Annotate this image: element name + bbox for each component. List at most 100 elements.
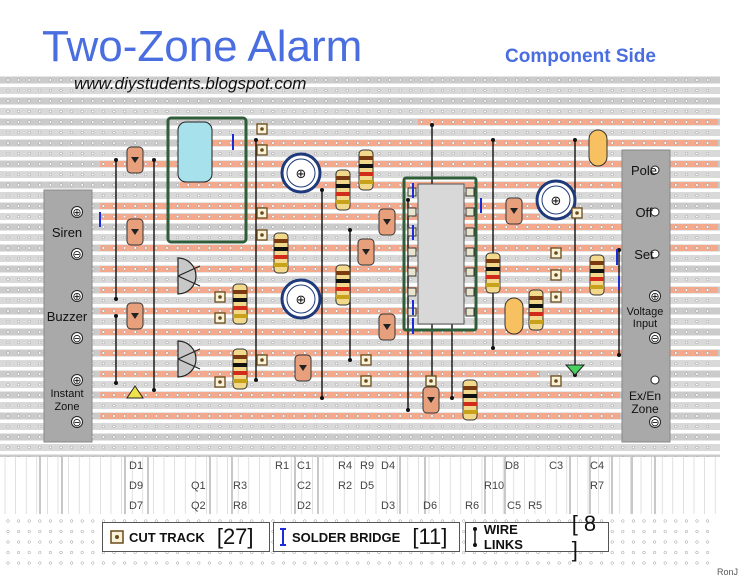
strip-hole	[250, 256, 254, 261]
strip-hole	[536, 372, 540, 376]
strip-hole	[388, 162, 392, 166]
strip-hole	[684, 540, 688, 544]
strip-hole	[250, 193, 254, 198]
strip-hole	[260, 277, 264, 282]
strip-hole	[38, 183, 42, 187]
resistor-band	[233, 363, 247, 367]
strip-hole	[600, 361, 604, 366]
strip-hole	[144, 256, 148, 261]
strip-hole	[176, 298, 180, 303]
strip-hole	[112, 183, 116, 187]
strip-hole	[229, 130, 233, 135]
strip-hole	[260, 319, 264, 324]
strip-hole	[610, 204, 614, 208]
strip-hole	[642, 550, 646, 555]
strip-hole	[207, 298, 211, 303]
strip-hole	[335, 372, 339, 376]
strip-hole	[91, 183, 95, 187]
strip-hole	[621, 550, 625, 555]
strip-hole	[303, 424, 307, 429]
strip-hole	[568, 109, 572, 114]
strip-hole	[218, 162, 222, 166]
strip-hole	[451, 162, 455, 166]
strip-hole	[313, 361, 317, 366]
strip-hole	[684, 351, 688, 355]
strip-hole	[144, 309, 148, 313]
strip-hole	[409, 382, 413, 387]
component-label: C3	[549, 460, 564, 472]
strip-hole	[154, 435, 158, 439]
strip-hole	[207, 351, 211, 355]
strip-hole	[706, 204, 710, 208]
ic-pin	[465, 287, 475, 297]
strip-hole	[101, 151, 105, 156]
strip-hole	[494, 372, 498, 376]
strip-hole	[642, 540, 646, 544]
strip-hole	[282, 435, 286, 439]
strip-hole	[684, 235, 688, 240]
strip-hole	[27, 88, 31, 93]
strip-hole	[483, 393, 487, 397]
strip-hole	[663, 99, 667, 103]
strip-hole	[324, 204, 328, 208]
strip-hole	[345, 141, 349, 145]
wire-end	[450, 396, 454, 400]
strip-hole	[260, 120, 264, 124]
strip-hole	[260, 288, 264, 292]
strip-hole	[610, 340, 614, 345]
strip-hole	[674, 309, 678, 313]
strip-hole	[144, 246, 148, 250]
strip-hole	[695, 141, 699, 145]
strip-hole	[335, 109, 339, 114]
strip-hole	[568, 393, 572, 397]
strip-hole	[80, 445, 84, 450]
strip-hole	[621, 445, 625, 450]
strip-hole	[207, 288, 211, 292]
strip-hole	[186, 183, 190, 187]
strip-hole	[176, 309, 180, 313]
strip-hole	[600, 372, 604, 376]
strip-hole	[536, 109, 540, 114]
strip-hole	[568, 340, 572, 345]
strip-hole	[292, 99, 296, 103]
strip-hole	[313, 204, 317, 208]
strip-hole	[483, 99, 487, 103]
strip-hole	[38, 288, 42, 292]
strip-hole	[430, 435, 434, 439]
strip-hole	[536, 151, 540, 156]
strip-hole	[6, 99, 10, 103]
strip-hole	[250, 435, 254, 439]
strip-hole	[568, 130, 572, 135]
strip-hole	[504, 172, 508, 177]
strip-hole	[366, 340, 370, 345]
strip-hole	[483, 193, 487, 198]
wire-links-count: [ 8 ]	[571, 511, 597, 562]
strip-hole	[684, 256, 688, 261]
strip-hole	[6, 319, 10, 324]
strip-hole	[547, 256, 551, 261]
strip-hole	[324, 162, 328, 166]
strip-hole	[303, 141, 307, 145]
strip-hole	[144, 162, 148, 166]
strip-hole	[250, 88, 254, 93]
rail-label-buzzer: Buzzer	[46, 309, 88, 324]
strip-hole	[377, 130, 381, 135]
strip-hole	[48, 151, 52, 156]
strip-hole	[80, 99, 84, 103]
cut-track-dot	[575, 211, 579, 215]
strip-hole	[388, 88, 392, 93]
strip-hole	[653, 519, 657, 523]
strip-hole	[398, 130, 402, 135]
strip-hole	[568, 267, 572, 271]
strip-hole	[610, 99, 614, 103]
strip-hole	[27, 130, 31, 135]
strip-hole	[695, 393, 699, 397]
strip-hole	[80, 162, 84, 166]
strip-hole	[345, 151, 349, 156]
rail-label-siren: Siren	[51, 225, 83, 240]
strip-hole	[366, 99, 370, 103]
strip-hole	[133, 288, 137, 292]
strip-hole	[6, 424, 10, 429]
strip-hole	[419, 424, 423, 429]
strip-hole	[101, 340, 105, 345]
